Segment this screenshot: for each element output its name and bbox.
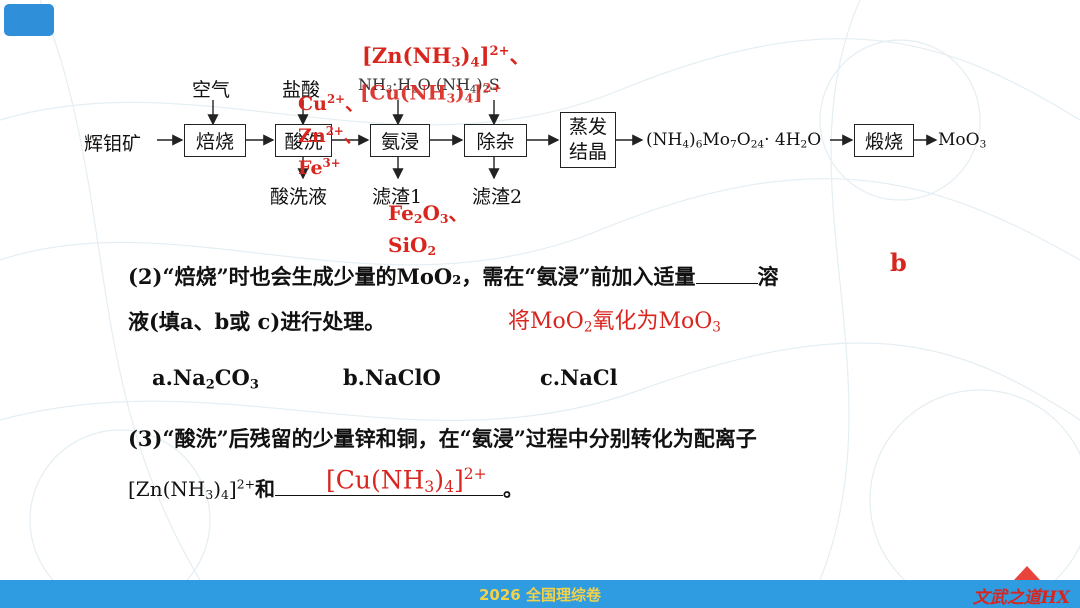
answer-blank-2 (275, 495, 503, 496)
brand-logo: 文武之道HX (972, 588, 1070, 608)
residue1-label: 滤渣1 (372, 186, 423, 208)
purify-box: 除杂 (464, 124, 527, 157)
final-product: MoO3 (938, 130, 987, 151)
background-pattern (0, 0, 1080, 580)
residue2-label: 滤渣2 (472, 186, 523, 208)
answer-cu-complex: [Cu(NH3)4]2+ (326, 465, 487, 497)
answer-b: b (890, 248, 907, 277)
zn-complex-text: [Zn(NH3)4]2+ (128, 476, 255, 503)
air-label: 空气 (192, 79, 231, 101)
question3-line1: (3)“酸洗”后残留的少量锌和铜，在“氨浸”过程中分别转化为配离子 (128, 426, 757, 451)
option-a: a.Na2CO3 (152, 365, 259, 393)
acid-wash-box: 酸洗 (275, 124, 332, 157)
option-b: b.NaClO (343, 365, 441, 390)
explanation-annotation: 将MoO2氧化为MoO3 (508, 309, 721, 336)
footer-bar: 2026 全国理综卷 文武之道HX (0, 566, 1080, 608)
zn-complex-annotation: [Zn(NH3)4]2+、 (362, 43, 531, 71)
question3-line2: [Zn(NH3)4]2+和。 (128, 476, 523, 503)
up-arrow-icon[interactable] (1014, 566, 1040, 580)
question2-line1-text: (2)“焙烧”时也会生成少量的MoO₂，需在“氨浸”前加入适量 (128, 264, 696, 289)
process-flowchart (157, 100, 938, 180)
option-c: c.NaCl (540, 365, 618, 390)
cu-complex-annotation: [Cu(NH3)4]2+ (360, 80, 502, 106)
evaporate-crystallize-box: 蒸发结晶 (560, 112, 616, 168)
question3-line2-end: 。 (503, 477, 523, 501)
ions-annotation: Cu2+、Zn2+、Fe3+ (298, 92, 364, 180)
answer-blank-1 (695, 283, 758, 284)
ore-label: 辉钼矿 (84, 133, 142, 155)
ammonia-leach-box: 氨浸 (370, 124, 430, 157)
footer-title: 2026 全国理综卷 (479, 586, 601, 604)
roast-box: 焙烧 (184, 124, 246, 157)
acid-wash-liquid-label: 酸洗液 (270, 186, 328, 208)
hcl-label: 盐酸 (282, 79, 321, 101)
question2-line2: 液(填a、b或 c)进行处理。 (128, 309, 386, 334)
calcine-box: 煅烧 (854, 124, 914, 157)
ammonia-reagent-label: NH3·H2O (NH4)2S (358, 75, 500, 96)
menu-button[interactable] (4, 4, 54, 36)
question2-line1-end: 溶 (757, 264, 779, 289)
question2-line1: (2)“焙烧”时也会生成少量的MoO₂，需在“氨浸”前加入适量 溶 (128, 261, 779, 291)
residue-content-annotation: Fe2O3、SiO2 (388, 201, 469, 259)
intermediate-product: (NH4)6Mo7O24· 4H2O (646, 130, 822, 151)
